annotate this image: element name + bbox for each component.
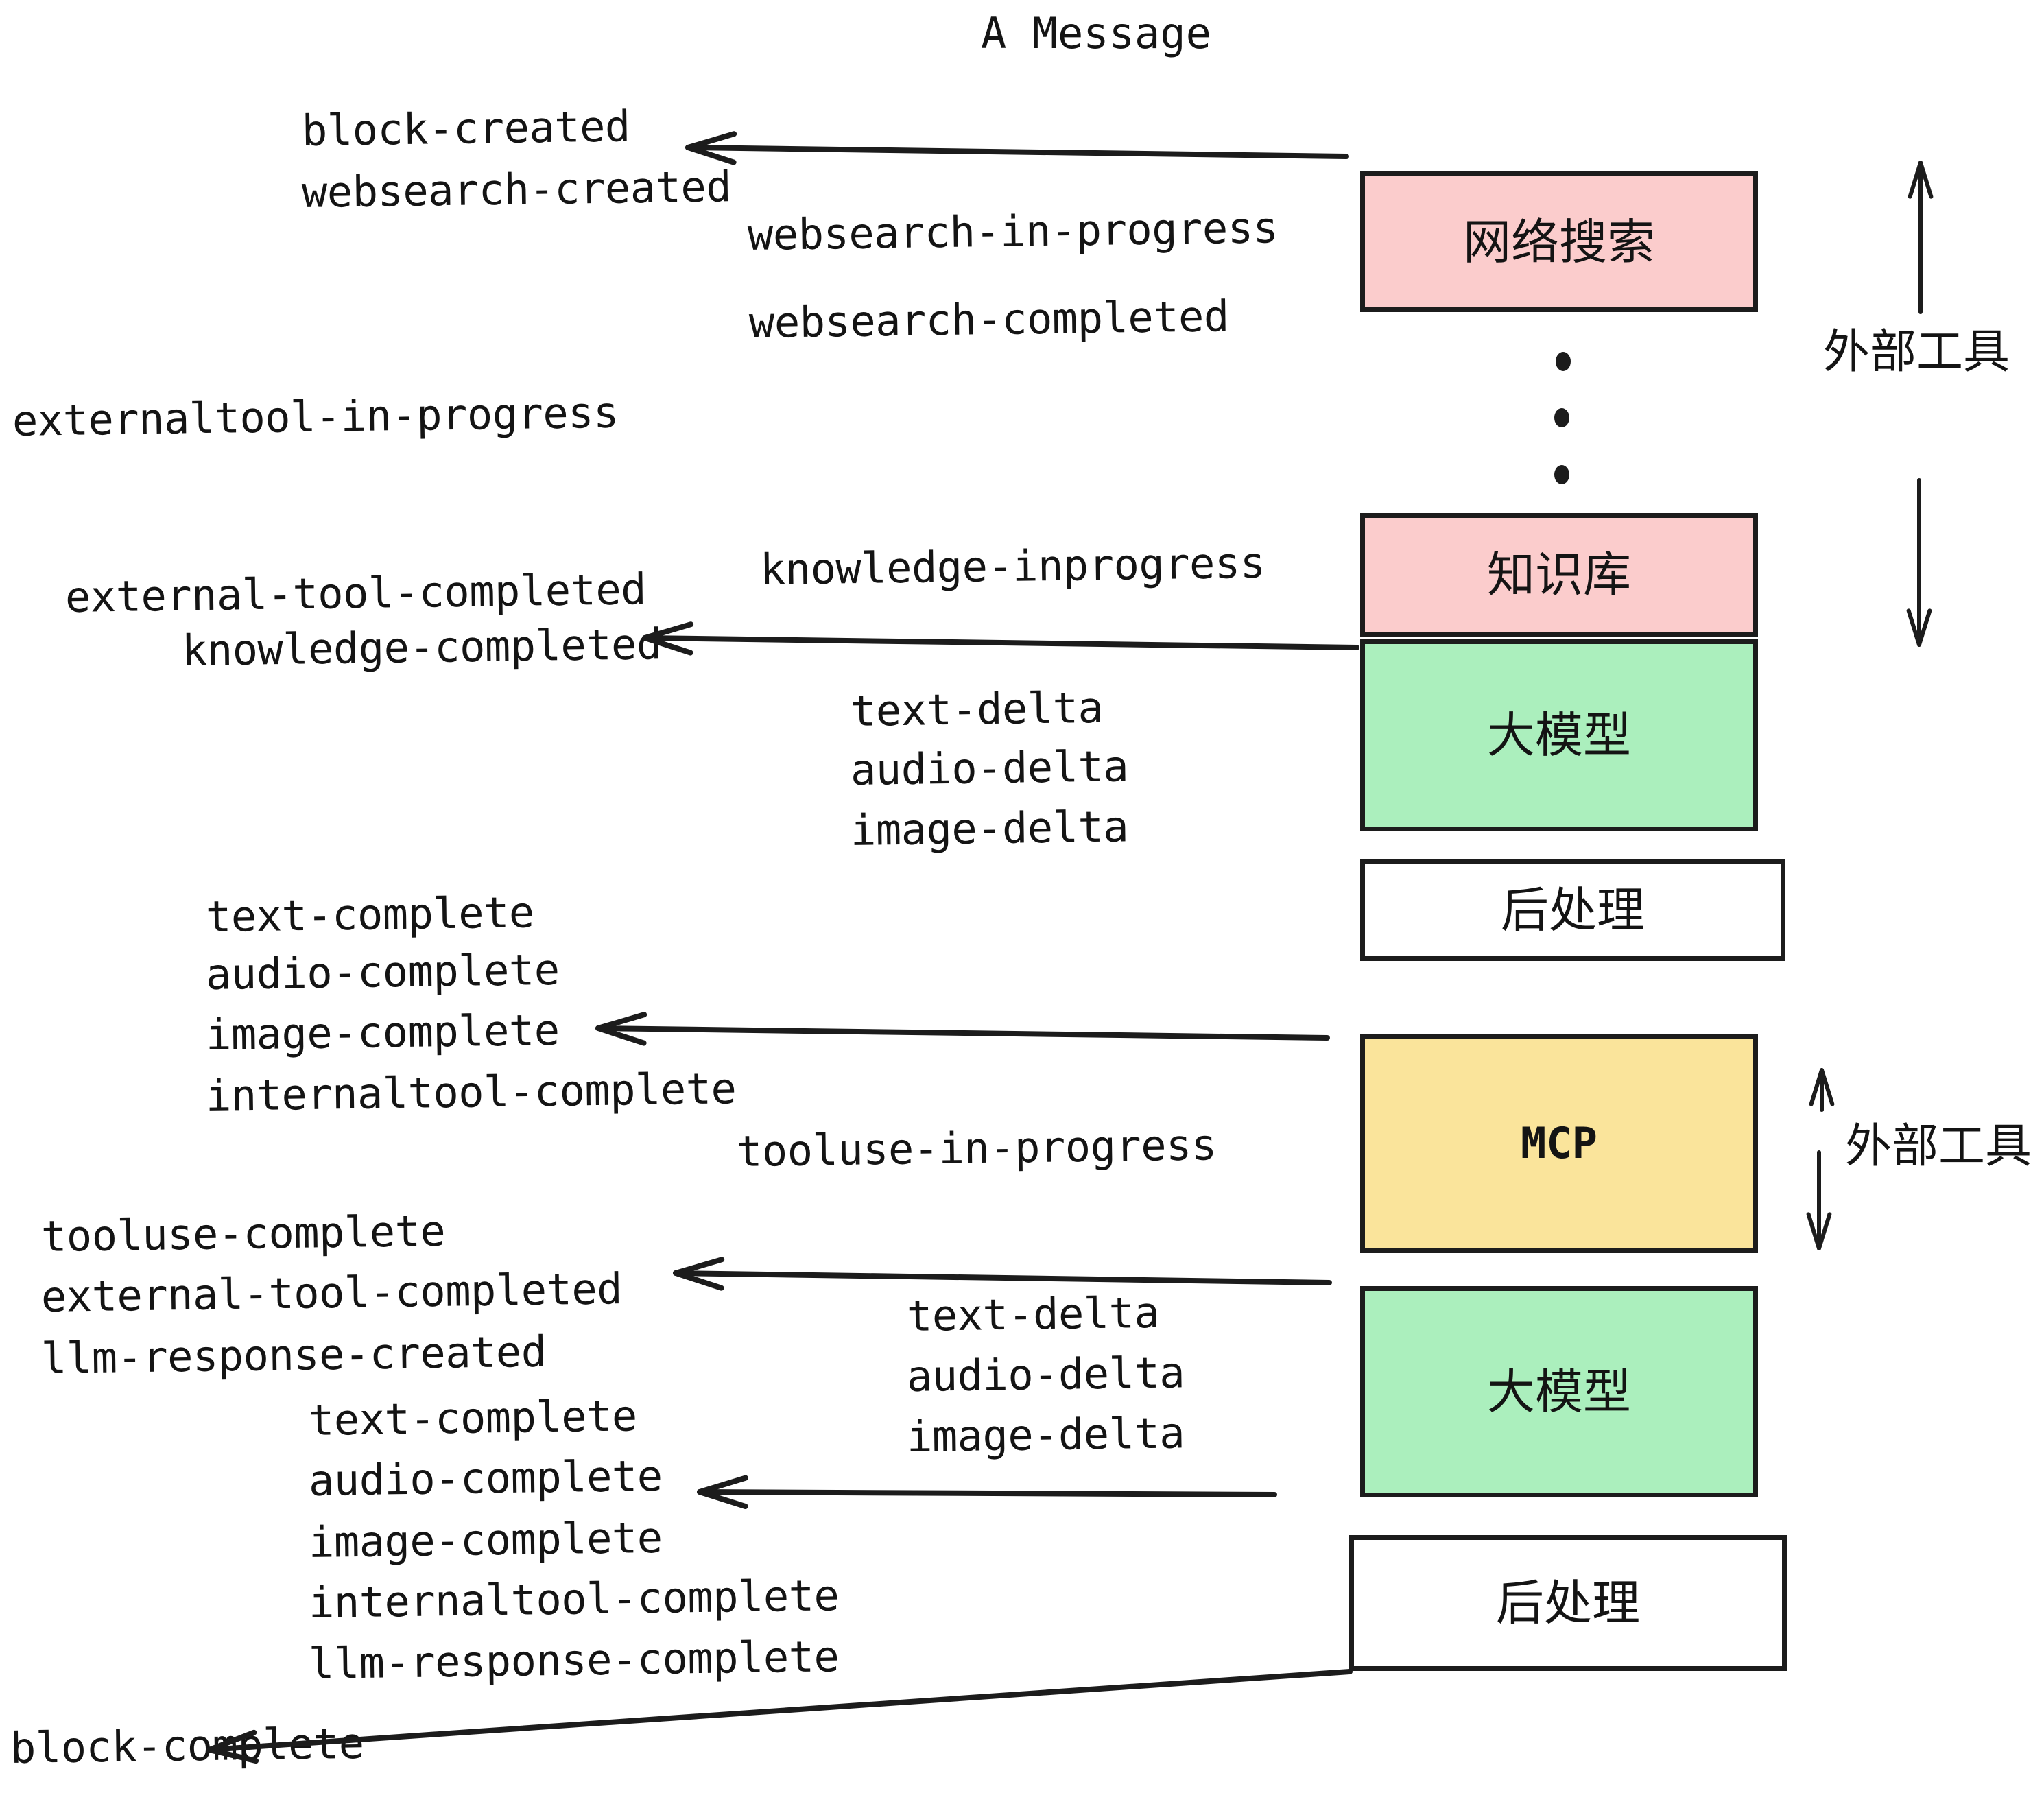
event-label-websearch-in-progress: websearch-in-progress bbox=[747, 202, 1279, 260]
event-label-knowledge-completed: knowledge-completed bbox=[181, 619, 663, 676]
event-label-websearch-completed: websearch-completed bbox=[748, 291, 1230, 348]
page-title: A Message bbox=[981, 8, 1211, 58]
event-label-external-tool-completed-2: external-tool-completed bbox=[40, 1263, 623, 1322]
event-label-image-delta-2: image-delta bbox=[906, 1408, 1185, 1462]
event-label-image-complete-2: image-complete bbox=[308, 1512, 663, 1567]
event-label-internaltool-complete-2: internaltool-complete bbox=[308, 1570, 840, 1628]
event-label-audio-delta-2: audio-delta bbox=[906, 1347, 1185, 1401]
external-tools-arrow-down bbox=[1906, 478, 1932, 647]
node-websearch: 网络搜索 bbox=[1360, 171, 1758, 312]
event-label-image-delta-1: image-delta bbox=[850, 801, 1129, 855]
arrow-tooluse-complete bbox=[673, 1257, 1332, 1291]
event-label-tooluse-in-progress: tooluse-in-progress bbox=[736, 1119, 1217, 1176]
node-llm-2: 大模型 bbox=[1360, 1286, 1758, 1497]
event-label-text-complete-1: text-complete bbox=[205, 887, 535, 942]
event-label-knowledge-inprogress: knowledge-inprogress bbox=[759, 537, 1265, 595]
arrow-image-complete bbox=[595, 1012, 1330, 1046]
node-label: MCP bbox=[1521, 1118, 1597, 1168]
ellipsis-dot-1 bbox=[1556, 352, 1571, 371]
event-label-audio-complete-2: audio-complete bbox=[308, 1450, 663, 1506]
external-tools-arrow-up bbox=[1908, 161, 1934, 314]
node-label: 知识库 bbox=[1487, 547, 1631, 603]
side-label-external-tools-top: 外部工具 bbox=[1823, 325, 2010, 379]
node-label: 网络搜索 bbox=[1463, 213, 1655, 270]
node-label: 后处理 bbox=[1501, 882, 1645, 938]
event-label-text-delta-1: text-delta bbox=[850, 682, 1104, 736]
event-label-block-complete: block-complete bbox=[10, 1718, 365, 1773]
event-label-block-created: block-created bbox=[301, 101, 631, 156]
event-label-llm-response-complete: llm-response-complete bbox=[308, 1631, 840, 1689]
event-label-internaltool-complete-1: internaltool-complete bbox=[205, 1063, 737, 1121]
node-llm-1: 大模型 bbox=[1360, 639, 1758, 831]
arrow-block-created bbox=[685, 131, 1349, 165]
node-label: 大模型 bbox=[1487, 707, 1631, 763]
arrow-audio-complete bbox=[697, 1475, 1277, 1510]
ellipsis-dot-2 bbox=[1554, 408, 1569, 427]
event-label-audio-delta-1: audio-delta bbox=[850, 741, 1129, 795]
event-label-tooluse-complete: tooluse-complete bbox=[40, 1205, 446, 1261]
event-label-externaltool-in-progress: externaltool-in-progress bbox=[12, 387, 619, 446]
side-label-external-tools-bottom: 外部工具 bbox=[1845, 1119, 2032, 1174]
event-label-audio-complete-1: audio-complete bbox=[205, 944, 560, 999]
node-label: 大模型 bbox=[1487, 1364, 1631, 1420]
node-mcp: MCP bbox=[1360, 1034, 1758, 1253]
node-postproc-1: 后处理 bbox=[1360, 859, 1785, 961]
event-label-llm-response-created: llm-response-created bbox=[40, 1326, 547, 1384]
external-tools-arrow-up-2 bbox=[1809, 1068, 1835, 1112]
event-label-websearch-created: websearch-created bbox=[301, 161, 732, 217]
node-knowledge: 知识库 bbox=[1360, 513, 1758, 637]
node-postproc-2: 后处理 bbox=[1349, 1535, 1787, 1671]
event-label-text-delta-2: text-delta bbox=[906, 1287, 1160, 1341]
event-label-external-tool-completed-1: external-tool-completed bbox=[64, 564, 647, 622]
arrow-knowledge-completed bbox=[642, 621, 1359, 656]
event-label-text-complete-2: text-complete bbox=[308, 1390, 638, 1445]
node-label: 后处理 bbox=[1496, 1575, 1640, 1631]
external-tools-arrow-down-2 bbox=[1806, 1150, 1832, 1250]
event-label-image-complete-1: image-complete bbox=[205, 1004, 560, 1060]
ellipsis-dot-3 bbox=[1554, 465, 1569, 484]
